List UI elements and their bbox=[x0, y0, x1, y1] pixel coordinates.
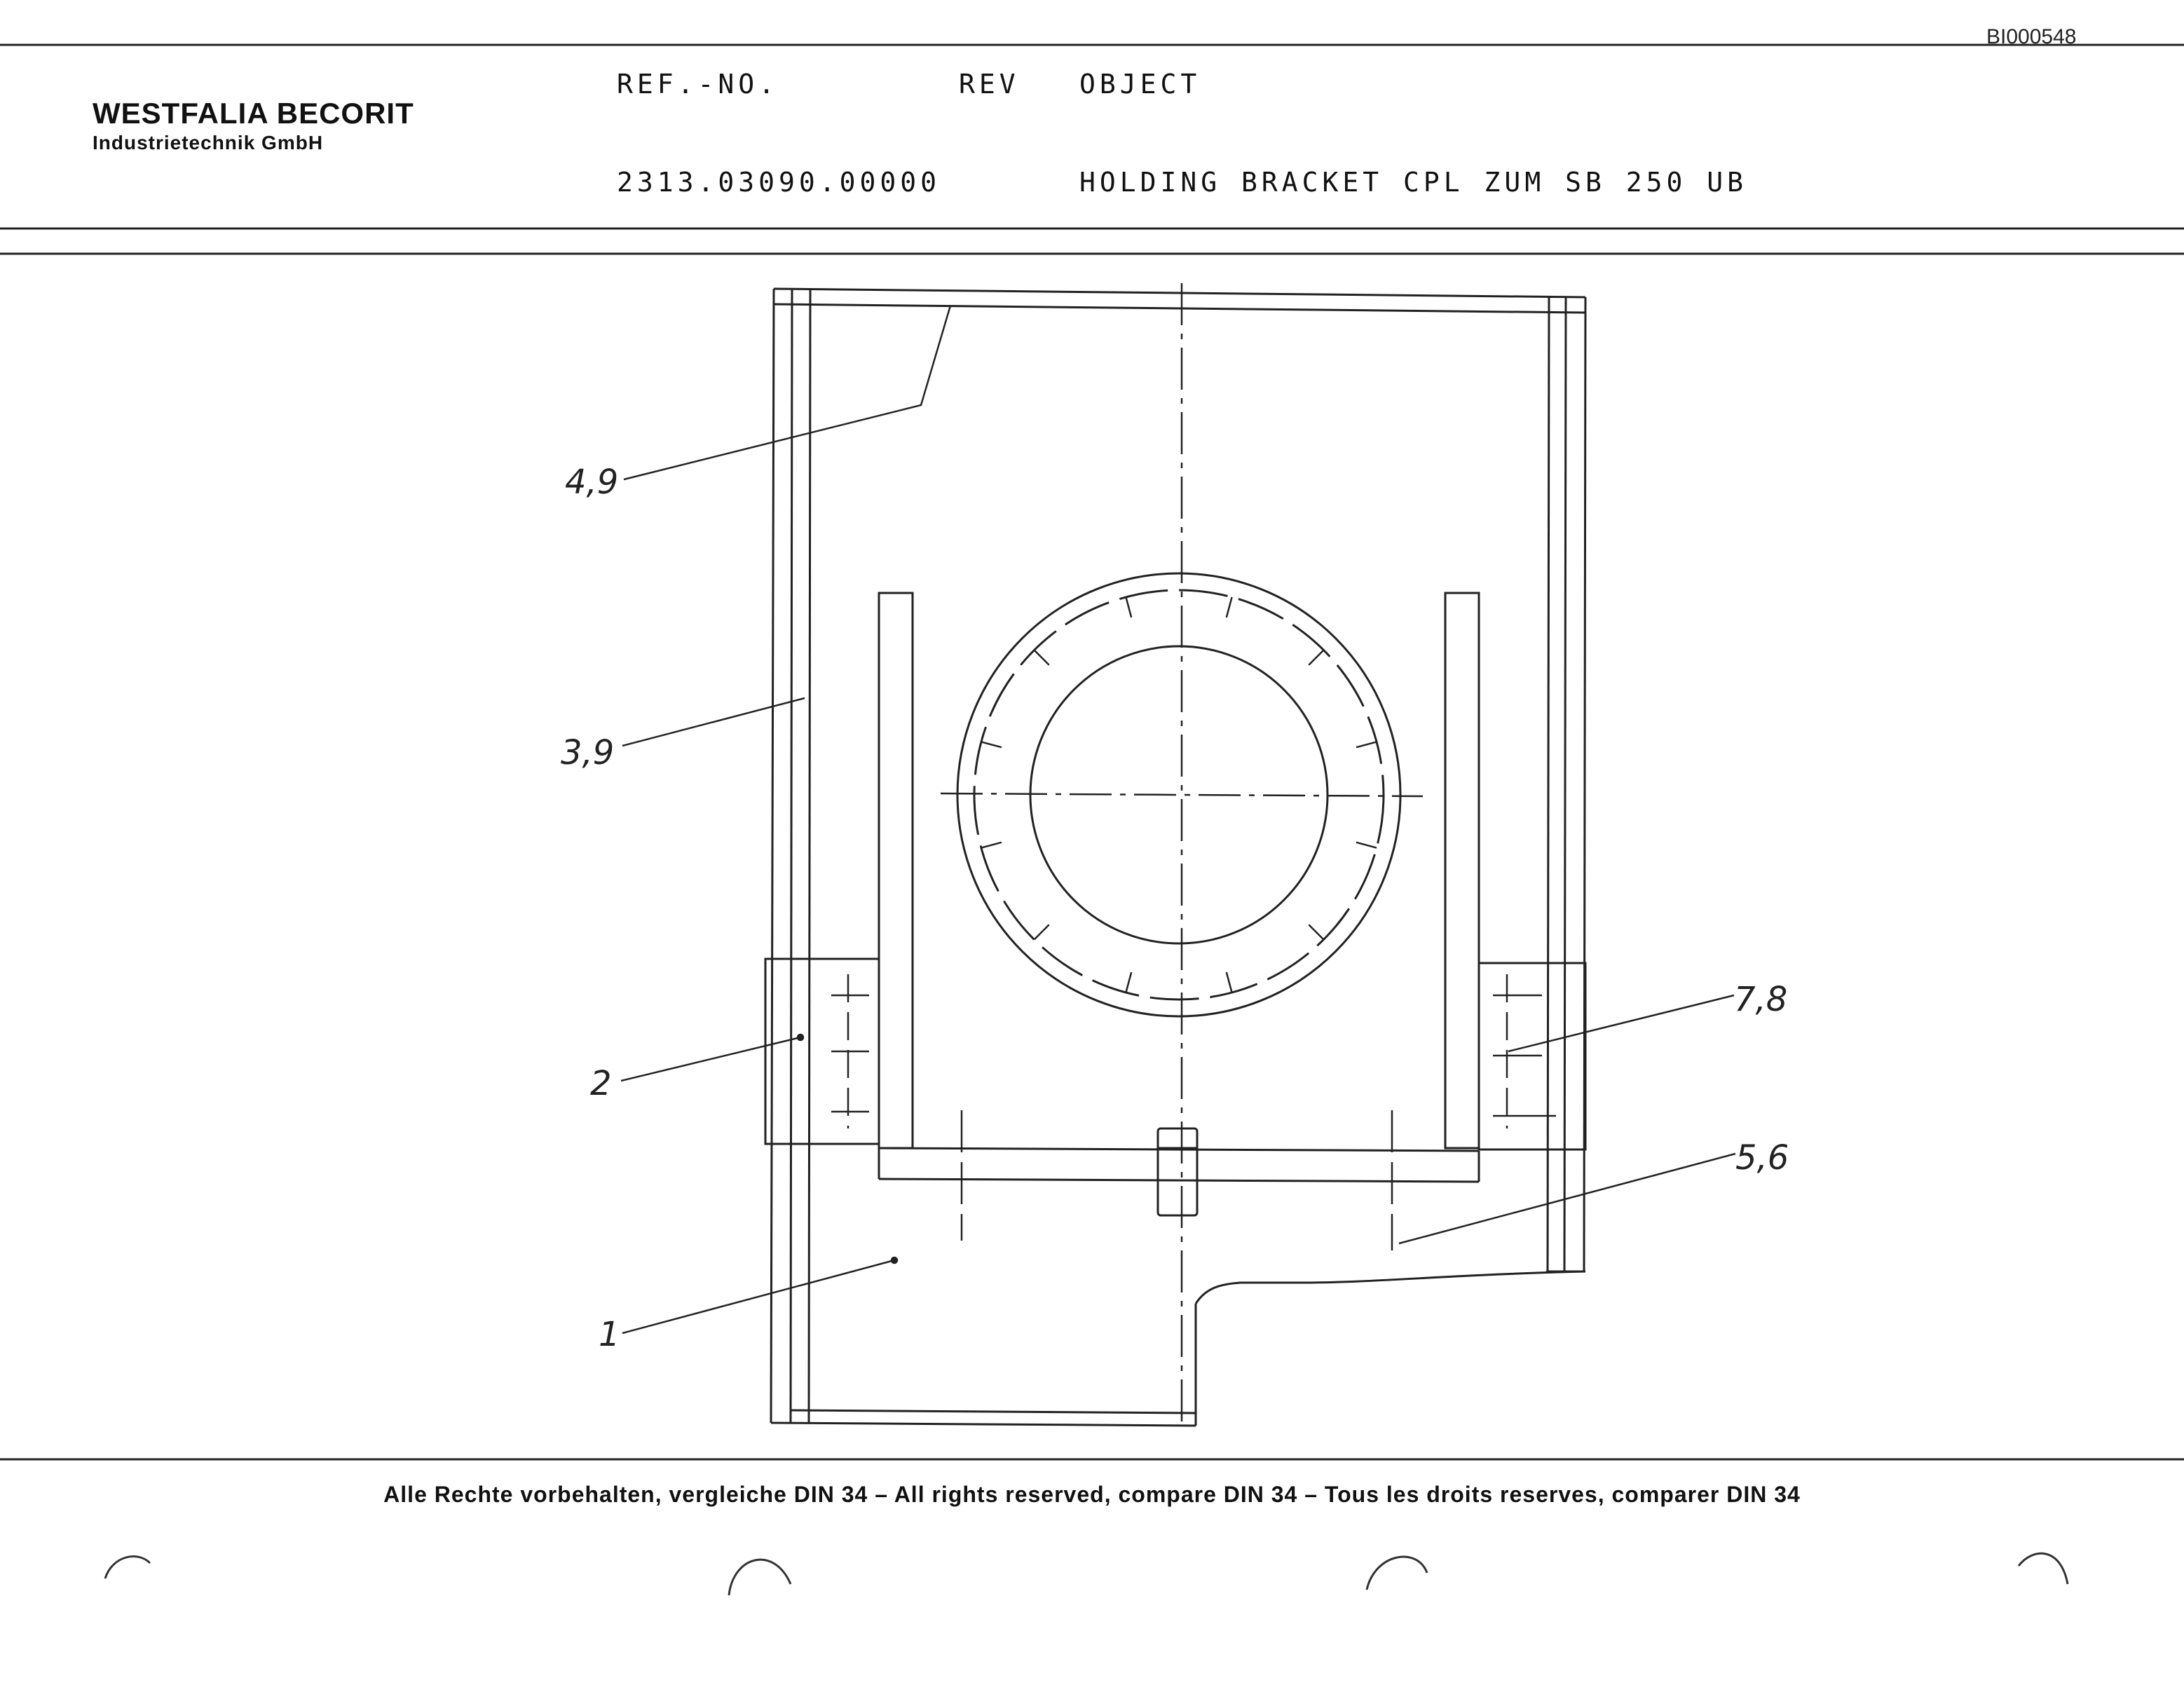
break-line bbox=[1194, 1270, 1586, 1304]
right-edge-inner-2 bbox=[1546, 296, 1550, 1272]
right-clamp-block bbox=[1477, 962, 1587, 1151]
company-subtitle: Industrietechnik GmbH bbox=[93, 132, 324, 154]
left-edge-outer bbox=[770, 288, 775, 1424]
callout-1: 1 bbox=[599, 1315, 620, 1354]
ring-assembly bbox=[956, 572, 1402, 1018]
callout-4-9: 4,9 bbox=[565, 463, 618, 502]
callout-7-8: 7,8 bbox=[1734, 980, 1787, 1019]
base-plate-top bbox=[878, 1147, 1480, 1152]
punch-hole-marks bbox=[104, 1552, 2069, 1596]
top-edge-outer bbox=[773, 287, 1586, 299]
left-rail bbox=[878, 592, 914, 1150]
punch-mark-3 bbox=[1365, 1555, 1428, 1590]
middle-ring bbox=[973, 589, 1385, 1001]
rights-notice: Alle Rechte vorbehalten, vergleiche DIN … bbox=[383, 1482, 1801, 1507]
header-rules bbox=[0, 43, 2184, 1461]
ring-hatches bbox=[981, 596, 1377, 993]
object-label: OBJECT bbox=[1079, 69, 1201, 100]
bottom-edge-outer bbox=[770, 1421, 1196, 1427]
leader-1 bbox=[622, 1259, 895, 1335]
leader-4-9 bbox=[623, 305, 952, 481]
callout-5-6: 5,6 bbox=[1735, 1138, 1789, 1178]
horizontal-center-line bbox=[940, 792, 1424, 798]
bottom-edge-inner bbox=[790, 1409, 1196, 1414]
right-edge-outer bbox=[1583, 296, 1587, 1272]
base-plate-bottom bbox=[878, 1178, 1480, 1183]
center-lines bbox=[940, 283, 1424, 1430]
callout-labels: 4,9 3,9 2 1 7,8 5,6 bbox=[561, 463, 1789, 1354]
leader-2 bbox=[620, 1036, 801, 1082]
bolt-markers bbox=[831, 974, 1556, 1250]
outer-ring bbox=[956, 572, 1402, 1018]
inner-plates bbox=[764, 592, 1587, 1217]
left-clamp-block bbox=[764, 957, 880, 1145]
top-edge-inner bbox=[773, 303, 1586, 314]
object-value: HOLDING BRACKET CPL ZUM SB 250 UB bbox=[1079, 167, 1747, 198]
punch-mark-2 bbox=[728, 1558, 792, 1596]
company-block: WESTFALIA BECORIT Industrietechnik GmbH bbox=[93, 97, 414, 154]
leader-2-dot bbox=[796, 1033, 805, 1042]
company-name: WESTFALIA BECORIT bbox=[93, 97, 414, 130]
bracket-outline bbox=[770, 287, 1587, 1427]
ref-no-label: REF.-NO. bbox=[617, 69, 779, 100]
rev-label: REV bbox=[959, 69, 1020, 100]
leader-3-9 bbox=[622, 697, 805, 747]
leader-lines bbox=[620, 305, 1736, 1335]
leader-7-8 bbox=[1508, 994, 1735, 1053]
punch-mark-4 bbox=[2017, 1552, 2069, 1585]
leader-1-dot bbox=[890, 1256, 899, 1264]
right-edge-inner-1 bbox=[1563, 296, 1567, 1272]
right-rail bbox=[1444, 592, 1480, 1150]
punch-mark-1 bbox=[104, 1555, 151, 1579]
leader-5-6 bbox=[1398, 1152, 1736, 1245]
left-edge-inner-2 bbox=[807, 288, 812, 1424]
callout-2: 2 bbox=[590, 1064, 612, 1103]
center-bolt bbox=[1156, 1127, 1199, 1217]
ref-no-value: 2313.03090.00000 bbox=[617, 167, 941, 198]
callout-3-9: 3,9 bbox=[561, 733, 614, 772]
left-edge-inner-1 bbox=[789, 288, 793, 1424]
